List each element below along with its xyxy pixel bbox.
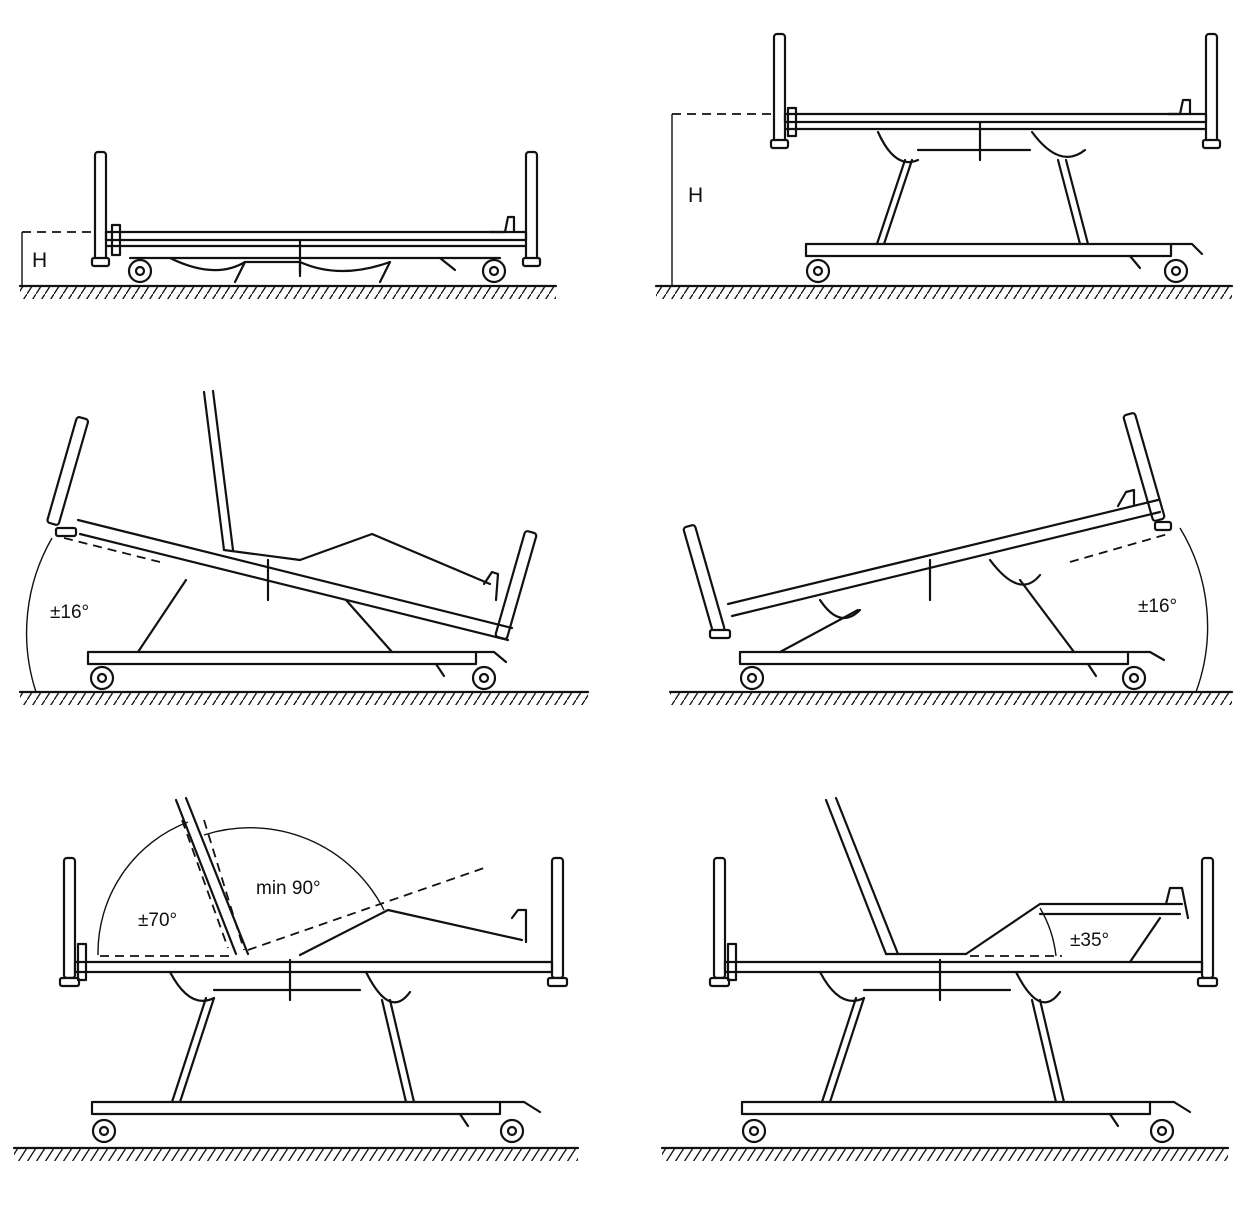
leg-angle-label: ±35°: [1070, 930, 1109, 951]
panel-lowest-height: H: [18, 150, 558, 299]
angle-indicator: [25, 537, 161, 693]
height-label: H: [688, 184, 703, 207]
bed: [46, 389, 538, 691]
floor: [18, 690, 590, 705]
tilt-angle-label: ±16°: [50, 602, 89, 623]
panel-backrest-angle: ±70° min 90°: [12, 796, 580, 1161]
panel-reverse-trendelenburg: ±16°: [18, 389, 590, 705]
min-angle-label: min 90°: [256, 878, 321, 899]
backrest-angle-label: ±70°: [138, 910, 177, 931]
bed: [90, 150, 542, 284]
angle-indicator: [1069, 527, 1209, 693]
tilt-angle-label: ±16°: [1138, 596, 1177, 617]
height-dimension: [671, 113, 782, 286]
floor: [654, 284, 1234, 299]
panel-trendelenburg: ±16°: [668, 412, 1234, 705]
angle-indicator: [970, 907, 1062, 957]
bed: [708, 796, 1219, 1144]
bed: [769, 32, 1222, 284]
floor: [668, 690, 1234, 705]
floor: [18, 284, 558, 299]
height-label: H: [32, 249, 47, 272]
bed: [58, 796, 569, 1144]
panel-leg-rest-angle: ±35°: [660, 796, 1230, 1161]
panel-highest-height: H: [654, 32, 1234, 299]
floor: [12, 1146, 580, 1161]
angle-indicators: [97, 819, 485, 957]
bed: [682, 412, 1173, 691]
floor: [660, 1146, 1230, 1161]
